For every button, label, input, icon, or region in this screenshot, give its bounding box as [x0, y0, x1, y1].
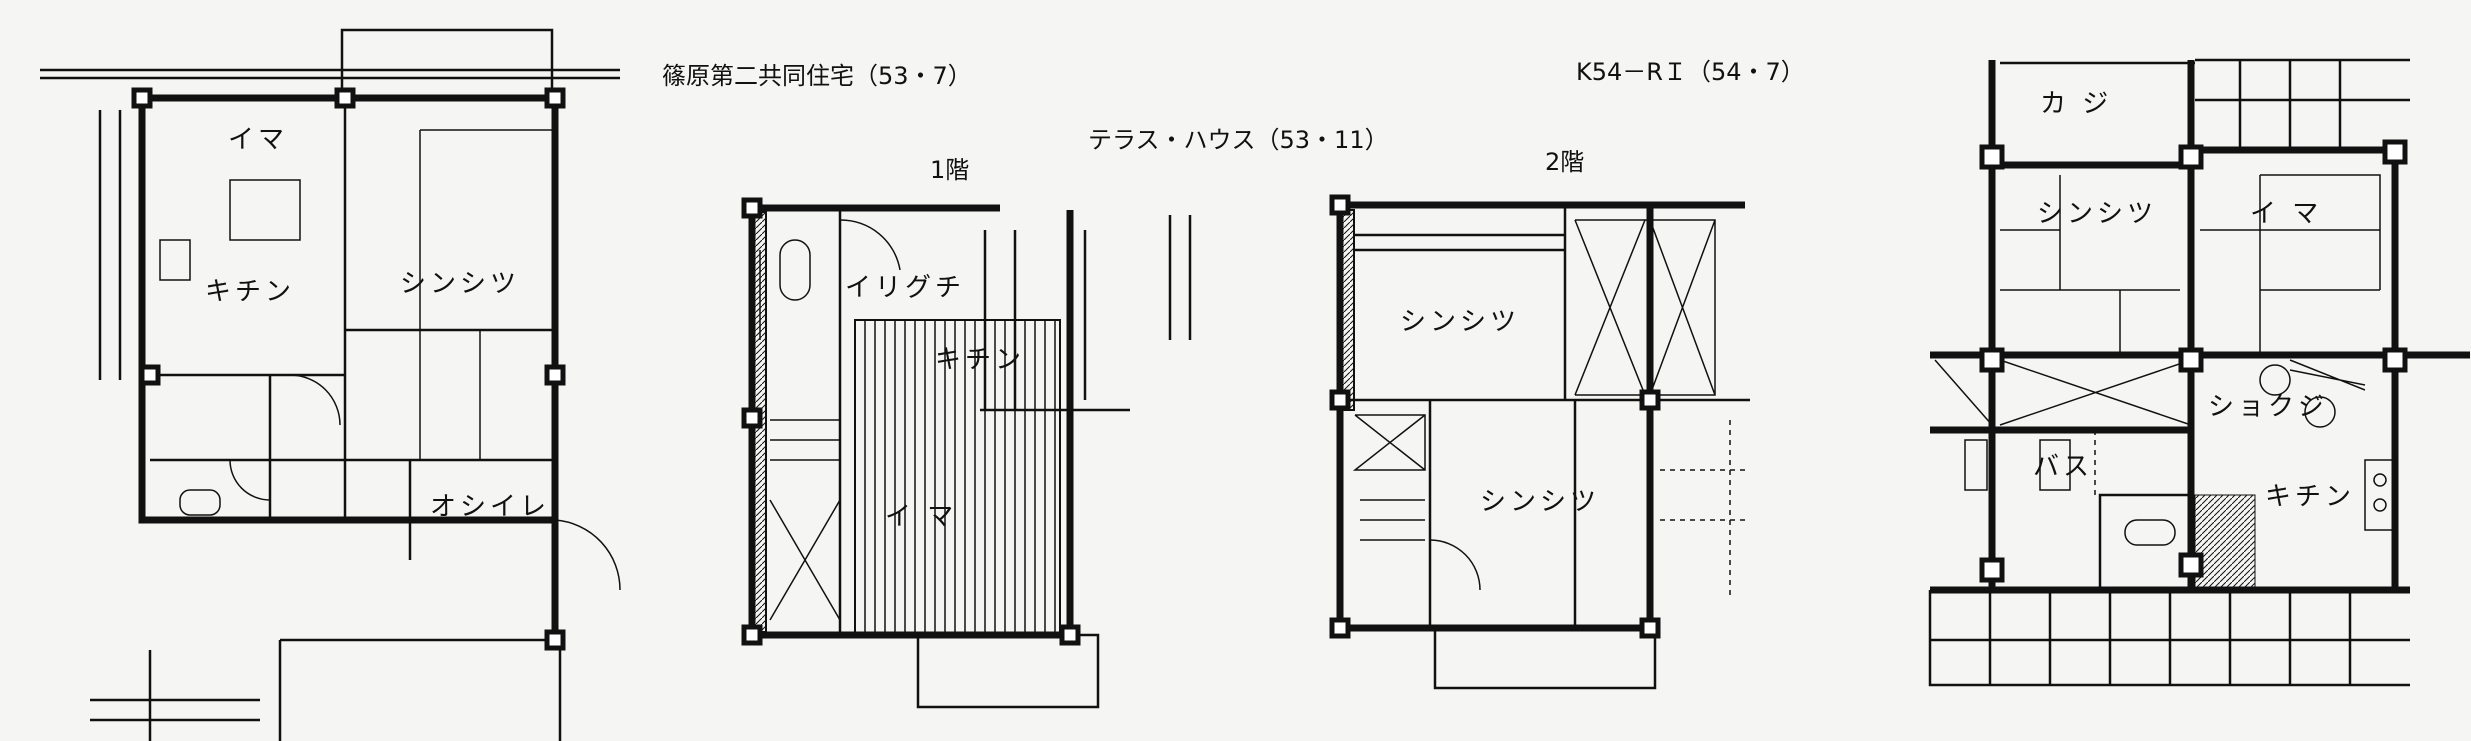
plan-terrace-1f: イリグチ キチン イ マ — [741, 197, 1192, 709]
room-label-shokuji: ショクジ — [2208, 392, 2328, 422]
columns — [741, 197, 1081, 646]
columns — [1329, 194, 1661, 639]
label-floor-1: 1階 — [930, 156, 969, 184]
title-k54: K54－RＩ（54・7） — [1576, 58, 1805, 86]
plan-shinohara: イマ キチン シンシツ オシイレ — [40, 28, 621, 741]
room-label-kaji: カ ジ — [2040, 89, 2112, 119]
room-label-ima: イマ — [228, 125, 288, 155]
room-label-shinshitsu-2: シンシツ — [1480, 487, 1600, 517]
room-label-bath: バス — [2033, 452, 2093, 482]
room-label-oshiire: オシイレ — [430, 492, 550, 522]
plan-terrace-2f: シンシツ シンシツ — [1329, 194, 1750, 690]
room-label-shinshitsu: シンシツ — [2037, 199, 2157, 229]
room-label-shinshitsu: シンシツ — [400, 269, 520, 299]
room-label-kitchen: キチン — [205, 277, 295, 307]
room-label-iriguchi: イリグチ — [845, 273, 965, 303]
title-terrace-house: テラス・ハウス（53・11） — [1088, 126, 1389, 154]
label-floor-2: 2階 — [1545, 148, 1584, 176]
room-label-kitchen: キチン — [2265, 482, 2355, 512]
room-label-shinshitsu-1: シンシツ — [1400, 307, 1520, 337]
plan-k54: カ ジ シンシツ イ マ ショクジ バス キチン — [1928, 58, 2470, 687]
room-label-kitchen: キチン — [935, 345, 1025, 375]
columns — [1979, 139, 2408, 583]
room-label-ima: イ マ — [2250, 199, 2322, 229]
columns — [131, 87, 566, 651]
room-label-ima: イ マ — [885, 502, 957, 532]
title-shinohara: 篠原第二共同住宅（53・7） — [662, 62, 972, 90]
